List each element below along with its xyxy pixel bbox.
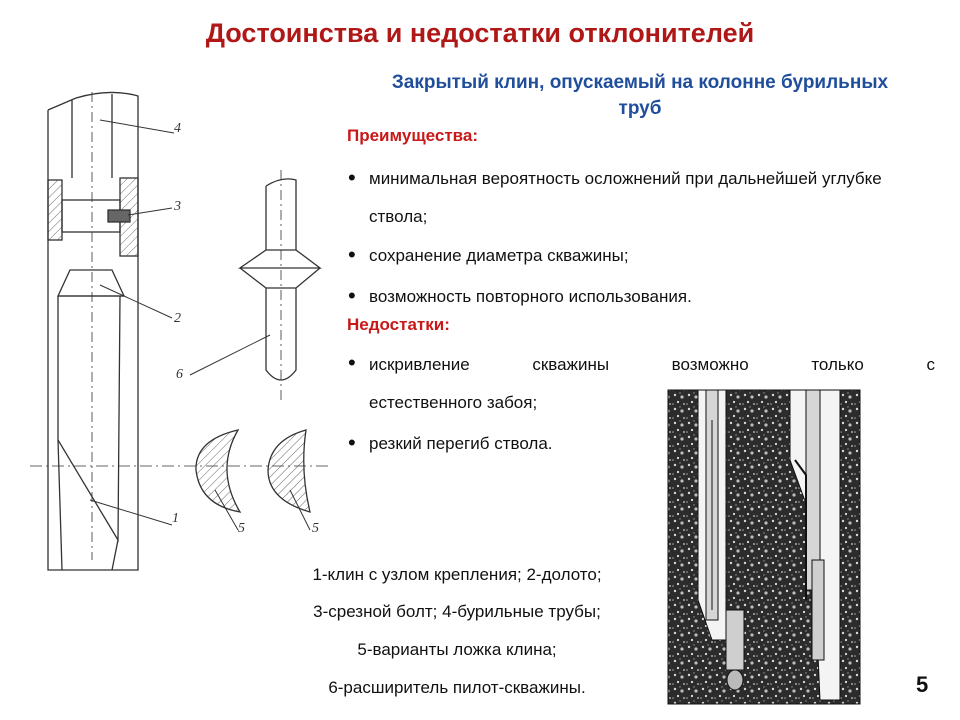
bullet-dot: • (348, 242, 356, 267)
word: возможно (671, 355, 749, 374)
legend-line-2: 3-срезной болт; 4-бурильные трубы; (313, 602, 601, 621)
label-6: 6 (176, 367, 183, 382)
bullet-dot: • (348, 430, 356, 455)
advantages-heading: Преимущества: (347, 126, 479, 145)
legend-line-1: 1-клин с узлом крепления; 2-долото; (312, 565, 602, 584)
disadvantage-item-1: искривление скважины возможно только с (369, 346, 935, 384)
whipstock-assembly (30, 91, 330, 571)
bullet-dot: • (348, 350, 356, 375)
label-1: 1 (172, 511, 179, 526)
disadvantage-item-2: резкий перегиб ствола. (369, 434, 553, 453)
wedge-spoon-variants (195, 429, 311, 513)
label-5a: 5 (238, 521, 245, 536)
borehole-illustration (667, 389, 861, 705)
bullet-dot: • (348, 283, 356, 308)
legend-line-3: 5-варианты ложка клина; (357, 640, 557, 659)
label-5b: 5 (312, 521, 319, 536)
label-4: 4 (174, 121, 181, 136)
advantage-item-1: минимальная вероятность осложнений при д… (369, 169, 882, 226)
leader-lines (89, 119, 311, 531)
bullet-dot: • (348, 165, 356, 190)
reamer-part (237, 170, 322, 400)
label-3: 3 (173, 199, 181, 214)
advantage-item-2: сохранение диаметра скважины; (369, 246, 629, 265)
page-number: 5 (916, 672, 929, 697)
slide-title: Достоинства и недостатки отклонителей (205, 18, 755, 48)
label-2: 2 (174, 311, 181, 326)
legend-line-4: 6-расширитель пилот-скважины. (328, 678, 586, 697)
disadvantages-heading: Недостатки: (347, 315, 450, 334)
slide-subtitle: Закрытый клин, опускаемый на колонне бур… (391, 72, 889, 119)
word: искривление (369, 355, 470, 374)
disadvantage-item-1-cont: естественного забоя; (369, 393, 538, 412)
word: с (926, 355, 935, 374)
word: только (811, 355, 864, 374)
advantage-item-3: возможность повторного использования. (369, 287, 692, 306)
word: скважины (532, 355, 610, 374)
